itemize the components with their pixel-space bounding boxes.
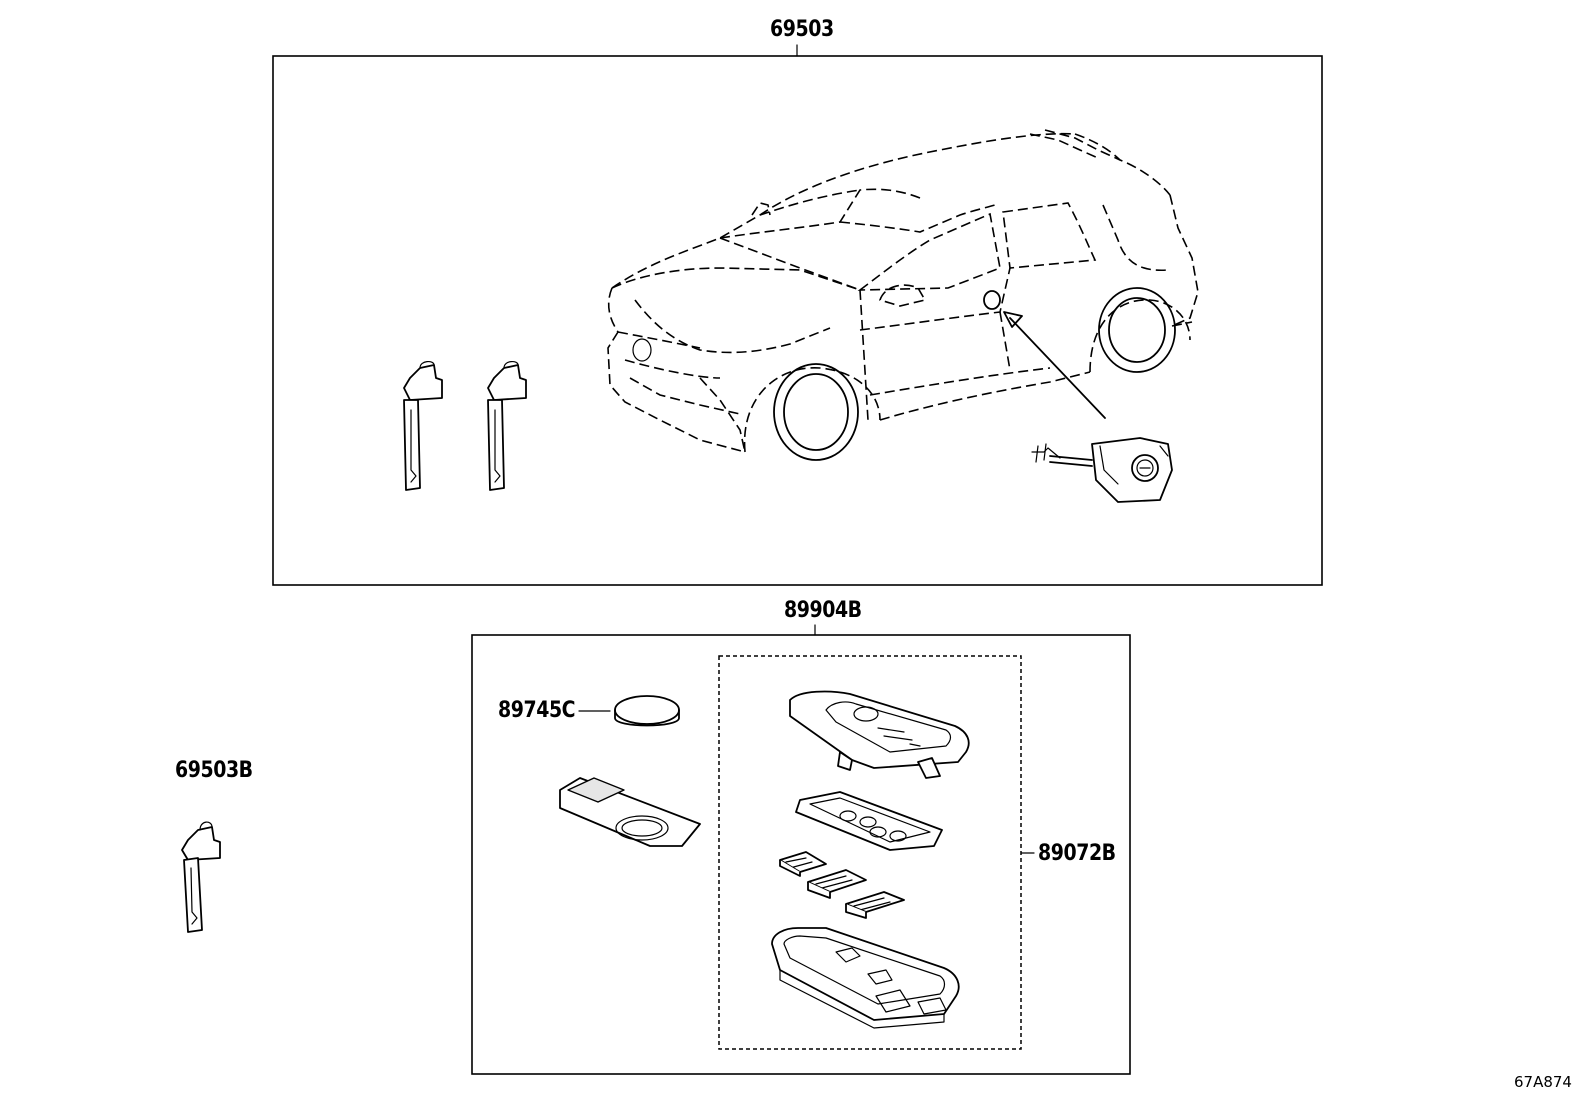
transmitter-top-cover <box>789 690 970 779</box>
key-blade-2 <box>487 361 527 491</box>
vehicle-outline <box>607 129 1199 461</box>
label-69503b: 69503B <box>175 758 253 783</box>
spring-clip-2 <box>807 869 867 899</box>
transmitter-bottom-case <box>771 927 960 1029</box>
label-89072b: 89072B <box>1038 841 1116 866</box>
label-89904b: 89904B <box>784 598 862 623</box>
label-69503: 69503 <box>770 17 834 42</box>
spring-clip-3 <box>845 891 905 919</box>
spare-key-blade <box>181 821 221 933</box>
door-lock-cylinder <box>1031 437 1173 503</box>
spring-clip-1 <box>779 851 827 877</box>
button-pad <box>795 791 943 851</box>
label-89745c: 89745C <box>498 698 576 723</box>
battery-coin-cell <box>578 695 680 727</box>
circuit-board <box>559 777 701 847</box>
set-89904b-frame <box>471 634 1131 1075</box>
key-blade-1 <box>403 361 443 491</box>
figure-code: 67A874 <box>1514 1073 1572 1091</box>
